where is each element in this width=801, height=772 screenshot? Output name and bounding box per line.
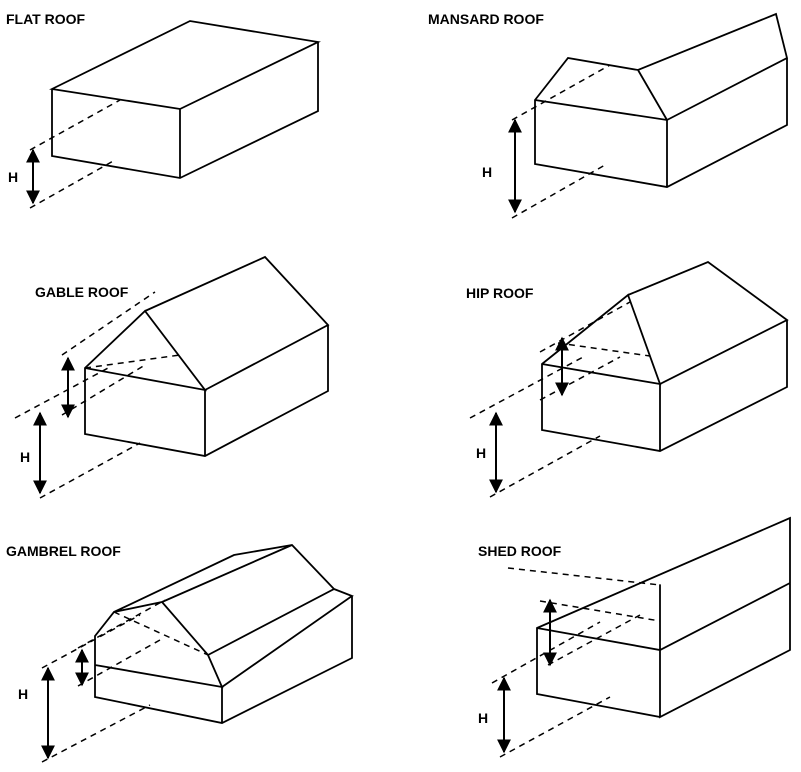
hip-roof-ridge-guide (539, 301, 631, 353)
gambrel-roof-height-guide-bottom (41, 704, 151, 763)
gable-roof-eave-guide (61, 364, 146, 416)
hip-roof-h-label: H (476, 445, 486, 461)
gable-roof-height-guide-bottom (39, 442, 141, 499)
mansard-roof-height-guide-top (511, 64, 611, 121)
shed-roof-building-outline (536, 516, 791, 719)
hip-roof-eave-guide (539, 356, 621, 401)
shed-roof-height-guide-top (491, 621, 601, 684)
mansard-roof-figure: MANSARD ROOF H (428, 11, 789, 219)
flat-roof-building-outline (49, 20, 321, 179)
shed-roof-top-guide (507, 567, 661, 586)
hip-roof-title: HIP ROOF (466, 285, 534, 301)
shed-roof-eave-guide (547, 614, 641, 666)
mansard-roof-h-label: H (482, 164, 492, 180)
shed-roof-height-guide-bottom (499, 696, 611, 758)
flat-roof-h-label: H (8, 169, 18, 185)
hip-roof-figure: HIP ROOF H (466, 260, 789, 498)
hip-roof-height-guide-bottom (489, 435, 601, 498)
gambrel-roof-eave-guide (77, 639, 161, 687)
mansard-roof-title: MANSARD ROOF (428, 11, 544, 27)
gambrel-roof-building-outline (94, 544, 354, 724)
shed-roof-inner-guide (539, 600, 661, 622)
gable-roof-height-guide-top (14, 366, 111, 419)
gambrel-roof-title: GAMBREL ROOF (6, 543, 121, 559)
shed-roof-title: SHED ROOF (478, 543, 562, 559)
mansard-roof-building-outline (534, 12, 789, 188)
hip-roof-inner-guide (557, 342, 651, 357)
gambrel-roof-height-guide-top (41, 614, 141, 669)
hip-roof-building-outline (541, 260, 789, 452)
flat-roof-height-guide-top (29, 99, 121, 151)
gable-roof-figure: GABLE ROOF H (14, 255, 330, 499)
flat-roof-figure: FLAT ROOF H (6, 11, 321, 209)
gable-roof-title: GABLE ROOF (35, 284, 129, 300)
flat-roof-title: FLAT ROOF (6, 11, 86, 27)
gable-roof-building-outline (84, 255, 330, 457)
gable-roof-inner-guide (84, 354, 181, 369)
gambrel-roof-figure: GAMBREL ROOF H (6, 543, 354, 763)
mansard-roof-height-guide-bottom (511, 164, 606, 219)
flat-roof-height-guide-bottom (29, 159, 116, 209)
shed-roof-h-label: H (478, 710, 488, 726)
hip-roof-height-guide-top (469, 355, 586, 419)
gambrel-roof-h-label: H (18, 686, 28, 702)
gambrel-roof-inner-guide (113, 611, 209, 656)
gable-roof-h-label: H (20, 449, 30, 465)
shed-roof-figure: SHED ROOF H (478, 516, 791, 758)
gable-roof-ridge-guide (61, 291, 156, 356)
